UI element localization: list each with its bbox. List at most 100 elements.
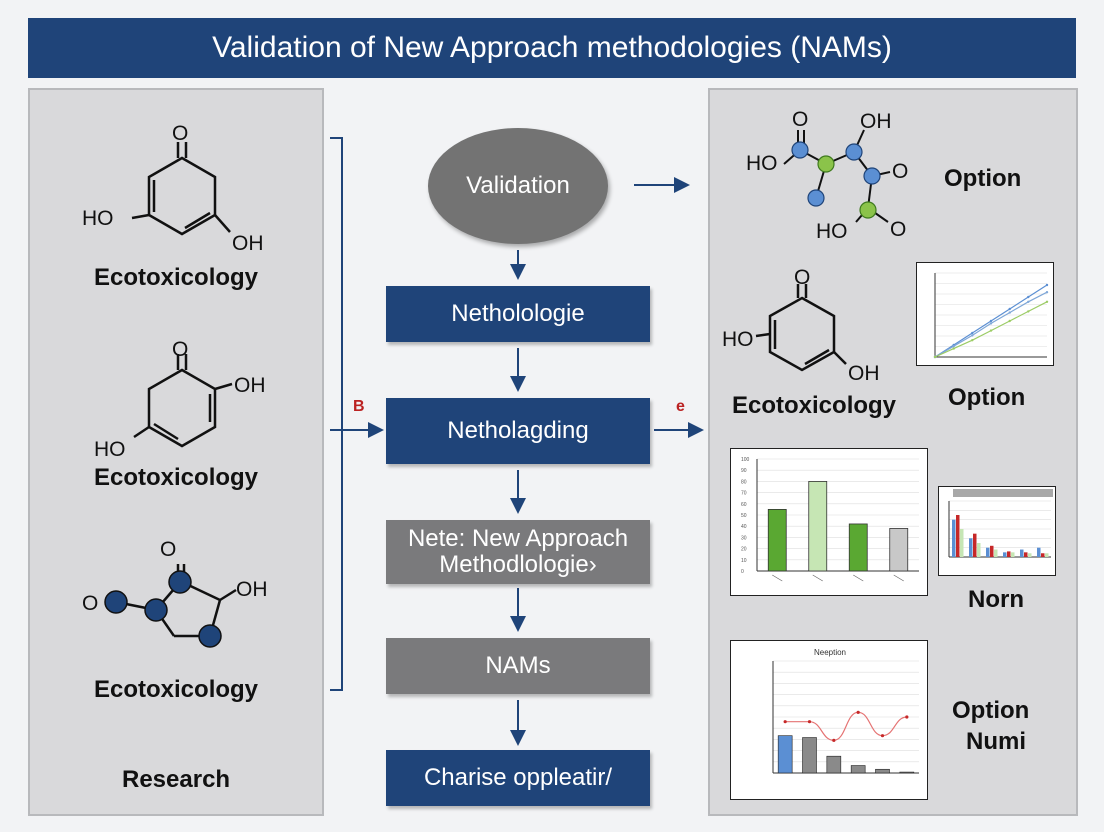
atom-label: O: [792, 108, 808, 131]
bar: [899, 771, 915, 774]
data-point: [971, 334, 974, 337]
atom-label: O: [172, 122, 188, 145]
data-point: [952, 347, 955, 350]
atom-label: OH: [234, 374, 266, 397]
atom-label: O: [172, 338, 188, 361]
flow-start-validation: Validation: [428, 128, 608, 244]
phenol-structure-1: O HO OH: [82, 122, 264, 255]
flow-step-3: Nete: New Approach Methodlologie›: [386, 520, 650, 584]
combo-chart: Neeption: [772, 648, 919, 774]
bar: [1007, 551, 1011, 557]
bar: [990, 545, 994, 557]
y-tick-label: 10: [741, 558, 747, 564]
bar: [1037, 547, 1041, 557]
y-tick-label: 20: [741, 547, 747, 553]
atom-label: OH: [232, 232, 264, 255]
data-point: [989, 329, 993, 332]
bar: [1020, 549, 1024, 557]
series-line: [934, 291, 1048, 358]
data-point: [1027, 295, 1030, 299]
data-point: [905, 715, 909, 719]
x-tick-mark: [853, 574, 864, 582]
bar: [986, 547, 990, 557]
option-label-2: Option: [948, 384, 1026, 411]
data-point: [971, 339, 974, 342]
bar: [1011, 552, 1015, 557]
line-chart-card: [916, 262, 1054, 366]
bar: [802, 737, 817, 774]
left-panel-footer: Research: [122, 766, 231, 793]
phenol-structure-2: O OH HO: [94, 338, 266, 461]
bar: [808, 481, 828, 572]
combo-chart-card: Neeption: [730, 640, 928, 800]
numi-label: Numi: [966, 728, 1026, 755]
y-tick-label: 0: [741, 569, 744, 575]
data-point: [989, 319, 993, 323]
bar: [848, 523, 868, 572]
data-point: [933, 355, 937, 359]
bar: [960, 529, 964, 557]
data-point: [1045, 291, 1049, 294]
y-tick-label: 100: [741, 457, 750, 463]
y-tick-label: 80: [741, 479, 747, 485]
grouped-bar-chart-card: [938, 486, 1056, 576]
left-panel: [28, 88, 324, 816]
bar: [952, 519, 956, 557]
y-tick-label: 70: [741, 491, 747, 497]
data-point: [1045, 300, 1049, 303]
option-label-1: Option: [944, 165, 1022, 192]
data-point: [832, 738, 836, 742]
data-point: [1008, 319, 1011, 323]
data-point: [952, 345, 955, 348]
atom-label: HO: [82, 207, 114, 230]
data-point: [1027, 310, 1030, 313]
flow-step-1: Netholologie: [386, 286, 650, 342]
bar: [826, 755, 842, 774]
data-point: [807, 720, 812, 724]
bar: [1041, 553, 1045, 557]
flow-step-2: Netholagding: [386, 398, 650, 464]
data-point: [1008, 311, 1011, 314]
bar: [1024, 552, 1028, 557]
grouped-bar-chart: [948, 489, 1053, 558]
x-tick-mark: [812, 574, 823, 582]
data-point: [971, 331, 974, 335]
chart-title: Neeption: [814, 648, 846, 657]
atom-label: HO: [94, 438, 126, 461]
bar: [969, 538, 973, 557]
x-tick-mark: [893, 574, 904, 582]
atom-label: OH: [848, 362, 880, 385]
atom-label: O: [892, 160, 908, 183]
y-tick-label: 40: [741, 524, 747, 530]
molecule-label: Ecotoxicology: [94, 464, 259, 491]
bar: [1028, 553, 1032, 557]
side-marker-right: e: [676, 398, 685, 415]
data-point: [856, 710, 860, 714]
flow-step-4: NAMs: [386, 638, 650, 694]
atom-label: HO: [746, 152, 778, 175]
bar: [977, 543, 981, 557]
atom-label: HO: [816, 220, 848, 243]
bar: [850, 765, 866, 774]
bar: [777, 735, 793, 774]
data-point: [1045, 283, 1049, 287]
data-point: [880, 734, 885, 738]
bar: [889, 528, 909, 572]
atom-label: OH: [860, 110, 892, 133]
bar: [875, 768, 890, 774]
branched-molecule: O OH HO O HO O: [746, 108, 908, 243]
atom-label: O: [890, 218, 906, 241]
line-chart: [933, 272, 1049, 359]
molecule-label: Ecotoxicology: [94, 264, 259, 291]
bar: [994, 549, 998, 557]
y-tick-label: 90: [741, 468, 747, 474]
ring-label: Ecotoxicology: [732, 392, 897, 419]
data-point: [1027, 300, 1030, 303]
option-label-3: Option: [952, 697, 1030, 724]
atom-label: HO: [722, 328, 754, 351]
atom-label: O: [82, 592, 98, 615]
y-tick-label: 60: [741, 502, 747, 508]
bar: [956, 515, 960, 557]
